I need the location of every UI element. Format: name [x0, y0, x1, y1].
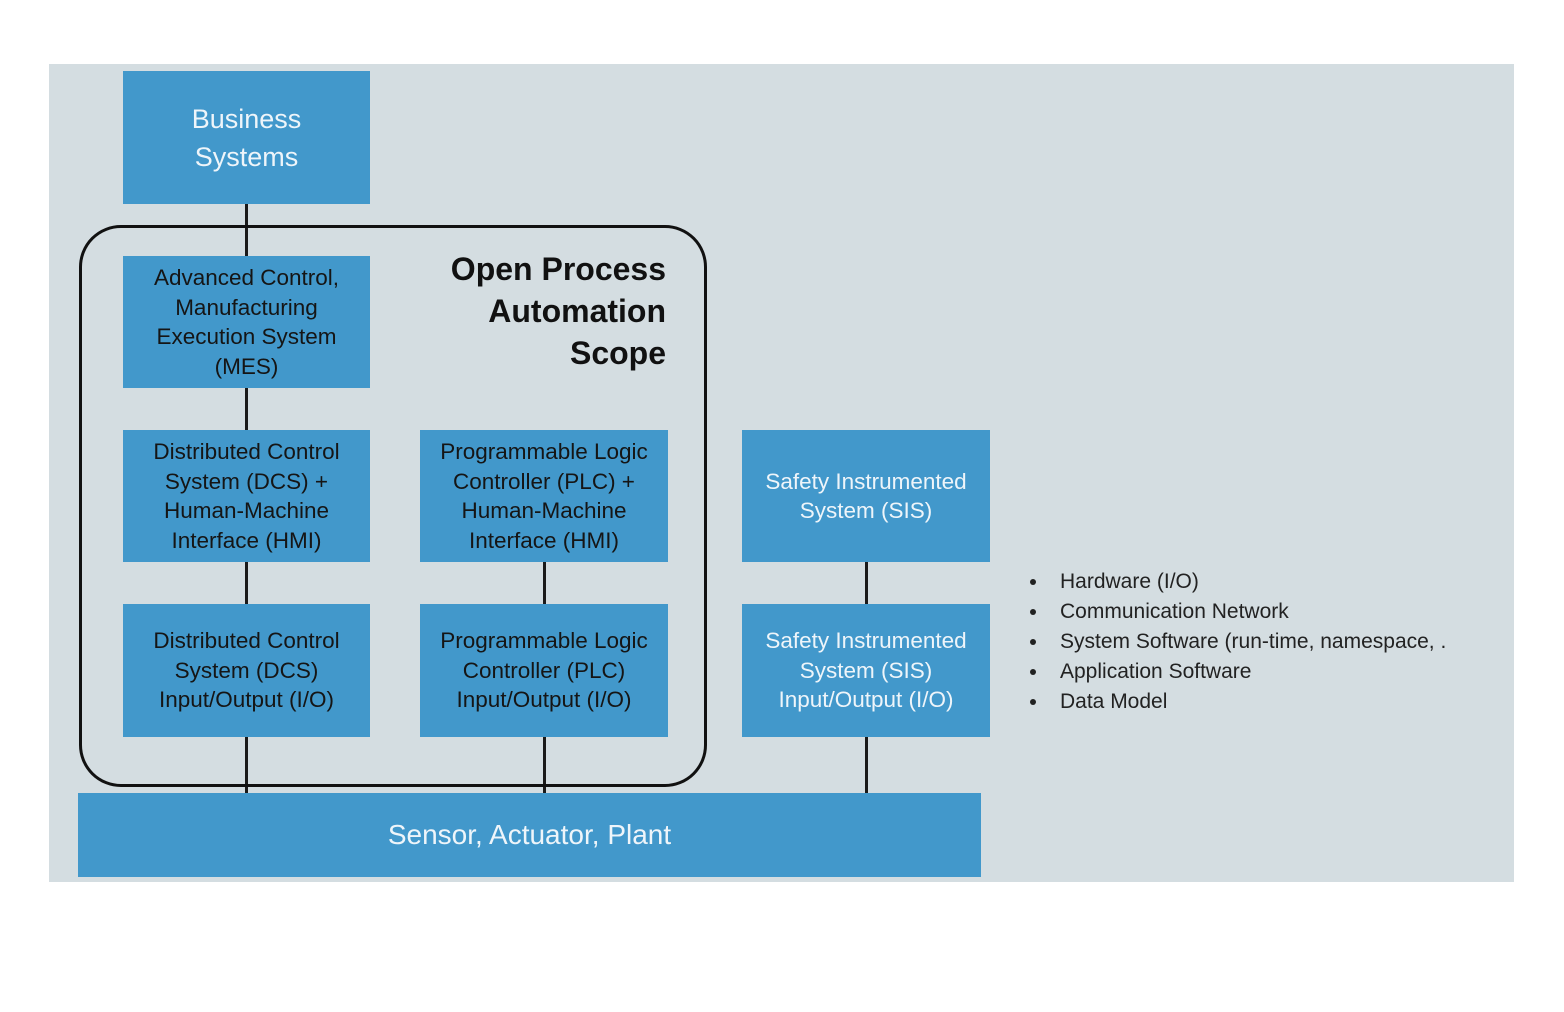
open-process-automation-scope-outline	[79, 225, 707, 787]
connector-plc-hmi-plc-io	[543, 562, 546, 604]
sis-io-box: Safety Instrumented System (SIS) Input/O…	[742, 604, 990, 737]
connector-dcs-io-plant	[245, 737, 248, 793]
dcs-hmi-box: Distributed Control System (DCS) + Human…	[123, 430, 370, 562]
scope-title: Open Process Automation Scope	[450, 251, 666, 371]
scope-components-list: Hardware (I/O) Communication Network Sys…	[1024, 567, 1446, 717]
list-item-label: Application Software	[1060, 660, 1252, 683]
bullet-icon	[1030, 609, 1036, 615]
connector-mes-dcs-hmi	[245, 388, 248, 430]
connector-business-mes	[245, 204, 248, 256]
sensor-actuator-plant-box: Sensor, Actuator, Plant	[78, 793, 981, 877]
plc-hmi-box: Programmable Logic Controller (PLC) + Hu…	[420, 430, 668, 562]
list-item-label: System Software (run-time, namespace, .	[1060, 630, 1447, 653]
sis-box: Safety Instrumented System (SIS)	[742, 430, 990, 562]
list-item-label: Hardware (I/O)	[1060, 570, 1199, 593]
list-item-label: Data Model	[1060, 690, 1168, 713]
dcs-io-box: Distributed Control System (DCS) Input/O…	[123, 604, 370, 737]
list-item: Data Model	[1024, 687, 1446, 717]
connector-dcs-hmi-dcs-io	[245, 562, 248, 604]
connector-sis-io-plant	[865, 737, 868, 793]
bullet-icon	[1030, 579, 1036, 585]
business-systems-box: Business Systems	[123, 71, 370, 204]
list-item: Application Software	[1024, 657, 1446, 687]
connector-plc-io-plant	[543, 737, 546, 793]
bullet-icon	[1030, 669, 1036, 675]
bullet-icon	[1030, 699, 1036, 705]
connector-sis-sis-io	[865, 562, 868, 604]
mes-box: Advanced Control, Manufacturing Executio…	[123, 256, 370, 388]
list-item: System Software (run-time, namespace, .	[1024, 627, 1446, 657]
list-item-label: Communication Network	[1060, 600, 1289, 623]
list-item: Communication Network	[1024, 597, 1446, 627]
bullet-icon	[1030, 639, 1036, 645]
list-item: Hardware (I/O)	[1024, 567, 1446, 597]
plc-io-box: Programmable Logic Controller (PLC) Inpu…	[420, 604, 668, 737]
